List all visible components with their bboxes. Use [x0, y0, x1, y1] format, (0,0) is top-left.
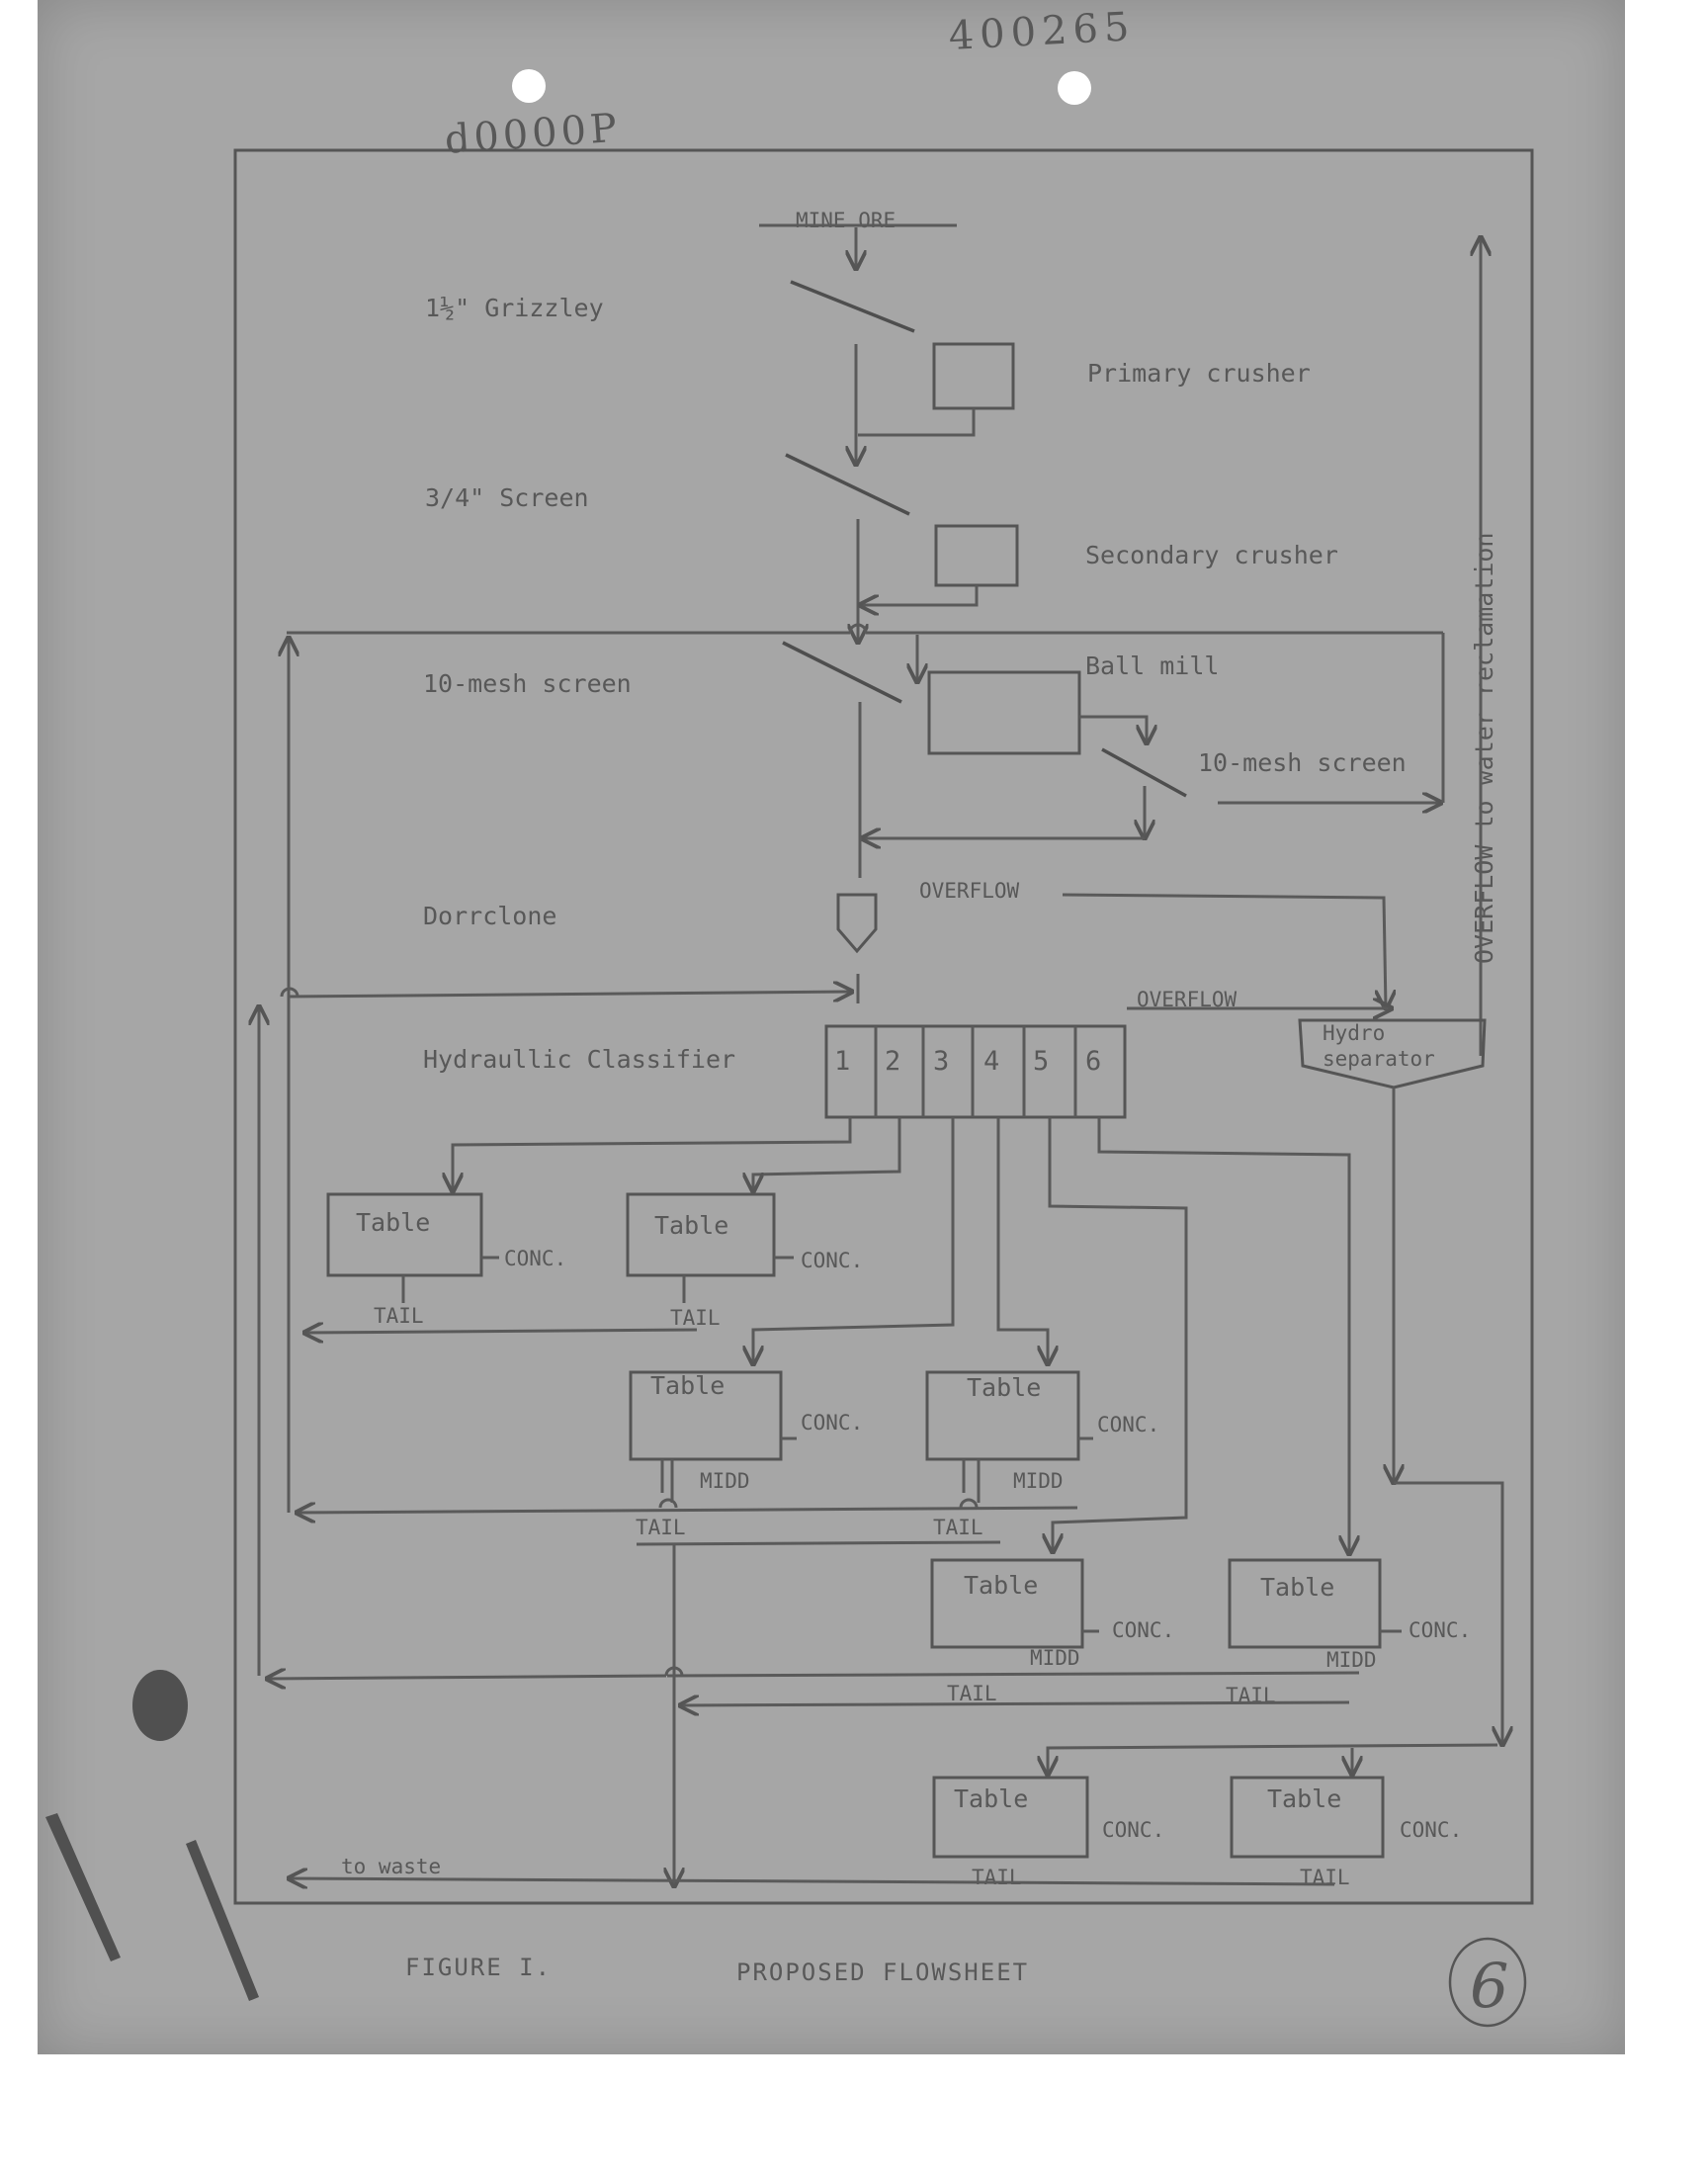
- overflow-to-water-label: OVERFLOW to water reclamation: [1470, 533, 1498, 965]
- table-row2-left: [629, 1370, 783, 1461]
- table-label: Table: [356, 1208, 430, 1237]
- figure-number: FIGURE I.: [405, 1954, 552, 1981]
- hydraulic-classifier: 1 2 3 4 5 6: [824, 1024, 1127, 1119]
- tail-label: TAIL: [374, 1304, 424, 1328]
- mesh-screen-label-left: 10-mesh screen: [423, 669, 632, 698]
- tail-label: TAIL: [670, 1306, 721, 1330]
- table-row4-right: [1230, 1776, 1385, 1859]
- page-number: 6: [1470, 1950, 1508, 2022]
- grizzley-label: 1½" Grizzley: [425, 294, 604, 322]
- classifier-cell-5: 5: [1033, 1046, 1049, 1077]
- ten-mesh-screen-right: [1101, 747, 1187, 798]
- table-row3-left: [930, 1558, 1084, 1649]
- table-row3-right: [1228, 1558, 1382, 1649]
- table-label: Table: [964, 1571, 1038, 1600]
- ink-streak-left: [45, 1813, 121, 1961]
- classifier-cell-4: 4: [983, 1046, 999, 1077]
- tail-label: TAIL: [972, 1866, 1022, 1889]
- conc-label: CONC.: [504, 1247, 566, 1270]
- classifier-cell-3: 3: [933, 1046, 949, 1077]
- conc-label: CONC.: [1097, 1413, 1159, 1436]
- conc-label: CONC.: [1409, 1618, 1471, 1642]
- hydraulic-classifier-label: Hydraullic Classifier: [423, 1045, 735, 1074]
- table-label: Table: [954, 1784, 1028, 1813]
- table-label: Table: [1267, 1784, 1341, 1813]
- classifier-cell-1: 1: [834, 1046, 850, 1077]
- table-row1-right: [626, 1192, 776, 1277]
- primary-crusher-label: Primary crusher: [1087, 359, 1311, 388]
- midd-label: MIDD: [1013, 1469, 1064, 1493]
- to-waste-label: to waste: [341, 1855, 441, 1878]
- tail-label: TAIL: [636, 1516, 686, 1539]
- table-label: Table: [967, 1373, 1041, 1402]
- dorrclone-vessel: [836, 893, 878, 954]
- conc-label: CONC.: [801, 1411, 863, 1435]
- classifier-cell-6: 6: [1085, 1046, 1101, 1077]
- diagram-frame: [233, 148, 1534, 1905]
- mine-ore-label: MINE ORE: [796, 209, 896, 232]
- dorrclone-overflow-label: OVERFLOW: [919, 879, 1020, 903]
- ten-mesh-screen-left: [782, 641, 902, 704]
- old-document-number: d0000P: [443, 106, 622, 163]
- table-label: Table: [650, 1371, 725, 1400]
- document-number: 400265: [948, 4, 1137, 59]
- ball-mill-box: [927, 670, 1081, 755]
- punch-hole-right: [1058, 71, 1091, 105]
- tail-label: TAIL: [933, 1516, 983, 1539]
- table-row2-right: [925, 1370, 1080, 1461]
- three-quarter-screen: [785, 453, 910, 516]
- conc-label: CONC.: [801, 1249, 863, 1272]
- screen-label: 3/4" Screen: [425, 483, 589, 512]
- punch-hole-left: [512, 69, 546, 103]
- dorrclone-label: Dorrclone: [423, 902, 556, 930]
- midd-label: MIDD: [700, 1469, 750, 1493]
- ball-mill-label: Ball mill: [1085, 652, 1219, 680]
- hydro-separator-label-1: Hydro: [1323, 1021, 1385, 1045]
- primary-crusher-box: [932, 342, 1015, 410]
- hydro-separator-label-2: separator: [1323, 1047, 1435, 1071]
- midd-label: MIDD: [1030, 1646, 1080, 1670]
- midd-label: MIDD: [1326, 1648, 1377, 1672]
- mesh-screen-label-right: 10-mesh screen: [1198, 748, 1407, 777]
- secondary-crusher-box: [934, 524, 1019, 587]
- table-row4-left: [932, 1776, 1089, 1859]
- page-number-circle: [1448, 1937, 1527, 2028]
- classifier-cell-2: 2: [885, 1046, 900, 1077]
- grizzley-screen: [790, 280, 915, 333]
- conc-label: CONC.: [1112, 1618, 1174, 1642]
- secondary-crusher-label: Secondary crusher: [1085, 541, 1338, 569]
- hydro-separator: [1298, 1018, 1487, 1089]
- ink-blot: [132, 1670, 188, 1741]
- conc-label: CONC.: [1102, 1818, 1164, 1842]
- table-label: Table: [1260, 1573, 1334, 1602]
- figure-title: PROPOSED FLOWSHEET: [736, 1958, 1029, 1986]
- conc-label: CONC.: [1400, 1818, 1462, 1842]
- table-label: Table: [654, 1211, 728, 1240]
- tail-label: TAIL: [947, 1682, 997, 1705]
- ink-streak-right: [186, 1840, 259, 2001]
